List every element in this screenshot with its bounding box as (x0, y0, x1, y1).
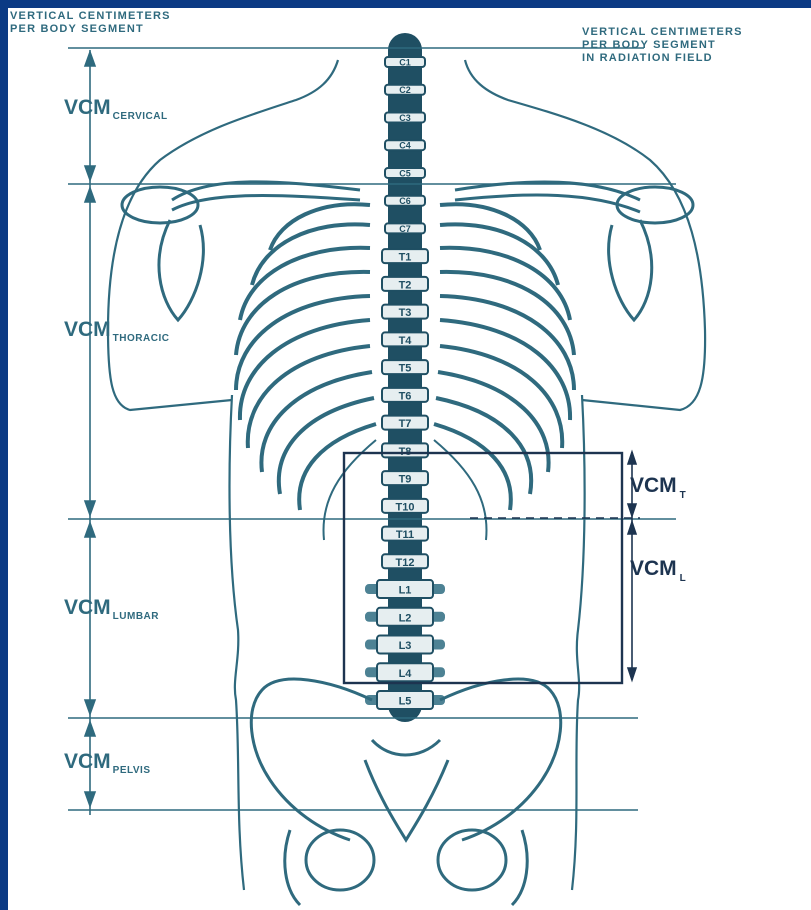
vertebra-l2: L2 (365, 608, 445, 626)
vertebra-c3: C3 (385, 112, 425, 123)
vertebra-t3: T3 (382, 305, 428, 320)
vcm-thoracic-main: VCM (64, 318, 111, 341)
vcm-t-main: VCM (630, 474, 677, 497)
vertebra-t10: T10 (382, 499, 428, 513)
vertebra-label: T11 (396, 529, 414, 541)
vertebra-c6: C6 (385, 196, 425, 207)
spinal-column: C1C2C3C4C5C6C7T1T2T3T4T5T6T7T8T9T10T11T1… (365, 50, 445, 709)
vertebra-label: T1 (399, 252, 412, 264)
vcm-cervical-sub: CERVICAL (113, 111, 168, 122)
vertebra-label: T6 (399, 390, 412, 402)
vcm-l-main: VCM (630, 557, 677, 580)
right-header: VERTICAL CENTIMETERS PER BODY SEGMENT IN… (582, 26, 743, 65)
vertebra-label: C5 (399, 168, 411, 178)
vcm-cervical-main: VCM (64, 96, 111, 119)
vertebra-label: T3 (399, 307, 412, 319)
vertebra-c7: C7 (385, 223, 425, 234)
right-header-line2: PER BODY SEGMENT (582, 39, 743, 52)
vertebra-label: T4 (399, 335, 413, 347)
vertebra-t1: T1 (382, 249, 428, 264)
vertebra-label: L5 (399, 696, 412, 708)
vertebra-label: T12 (396, 557, 415, 569)
vertebra-t5: T5 (382, 360, 428, 375)
vertebra-l4: L4 (365, 663, 445, 681)
vertebra-l3: L3 (365, 636, 445, 654)
right-header-line3: IN RADIATION FIELD (582, 52, 743, 65)
vertebra-label: C2 (399, 85, 411, 95)
vertebra-label: T5 (399, 363, 412, 375)
vertebra-t9: T9 (382, 471, 428, 486)
vertebra-t7: T7 (382, 416, 428, 431)
vertebra-t8: T8 (382, 443, 428, 458)
vertebra-c4: C4 (385, 140, 425, 151)
vcm-l-sub: L (680, 573, 686, 584)
vertebra-label: C1 (399, 58, 411, 68)
right-header-line1: VERTICAL CENTIMETERS (582, 26, 743, 39)
left-header-line1: VERTICAL CENTIMETERS (10, 10, 171, 23)
vertebra-c5: C5 (385, 168, 425, 179)
vertebra-label: T9 (399, 474, 412, 486)
vcm-lumbar-sub: LUMBAR (113, 611, 159, 622)
vertebra-label: T10 (396, 501, 415, 513)
vertebra-c2: C2 (385, 85, 425, 96)
vertebra-label: L2 (399, 612, 412, 624)
left-header: VERTICAL CENTIMETERS PER BODY SEGMENT (10, 10, 171, 36)
vertebra-l5: L5 (365, 691, 445, 709)
vertebra-label: C7 (399, 224, 411, 234)
segment-measure-line (85, 50, 95, 815)
vertebra-label: L3 (399, 640, 412, 652)
vertebra-label: C6 (399, 196, 411, 206)
vcm-lumbar-main: VCM (64, 596, 111, 619)
vcm-t-sub: T (680, 490, 686, 501)
vertebra-label: L1 (399, 585, 412, 597)
vertebra-label: L4 (399, 668, 413, 680)
vertebra-label: T2 (399, 279, 412, 291)
vertebra-c1: C1 (385, 57, 425, 68)
vertebra-l1: L1 (365, 580, 445, 598)
vcm-pelvis-sub: PELVIS (113, 765, 151, 776)
vcm-pelvis-main: VCM (64, 750, 111, 773)
vertebra-t4: T4 (382, 332, 428, 347)
vertebra-label: T7 (399, 418, 412, 430)
vcm-thoracic-sub: THORACIC (113, 333, 170, 344)
left-header-line2: PER BODY SEGMENT (10, 23, 171, 36)
vertebra-t11: T11 (382, 527, 428, 542)
vertebra-label: C3 (399, 113, 411, 123)
vertebra-t6: T6 (382, 388, 428, 403)
vertebra-label: C4 (399, 141, 411, 151)
vertebra-t2: T2 (382, 277, 428, 292)
vertebra-t12: T12 (382, 554, 428, 569)
